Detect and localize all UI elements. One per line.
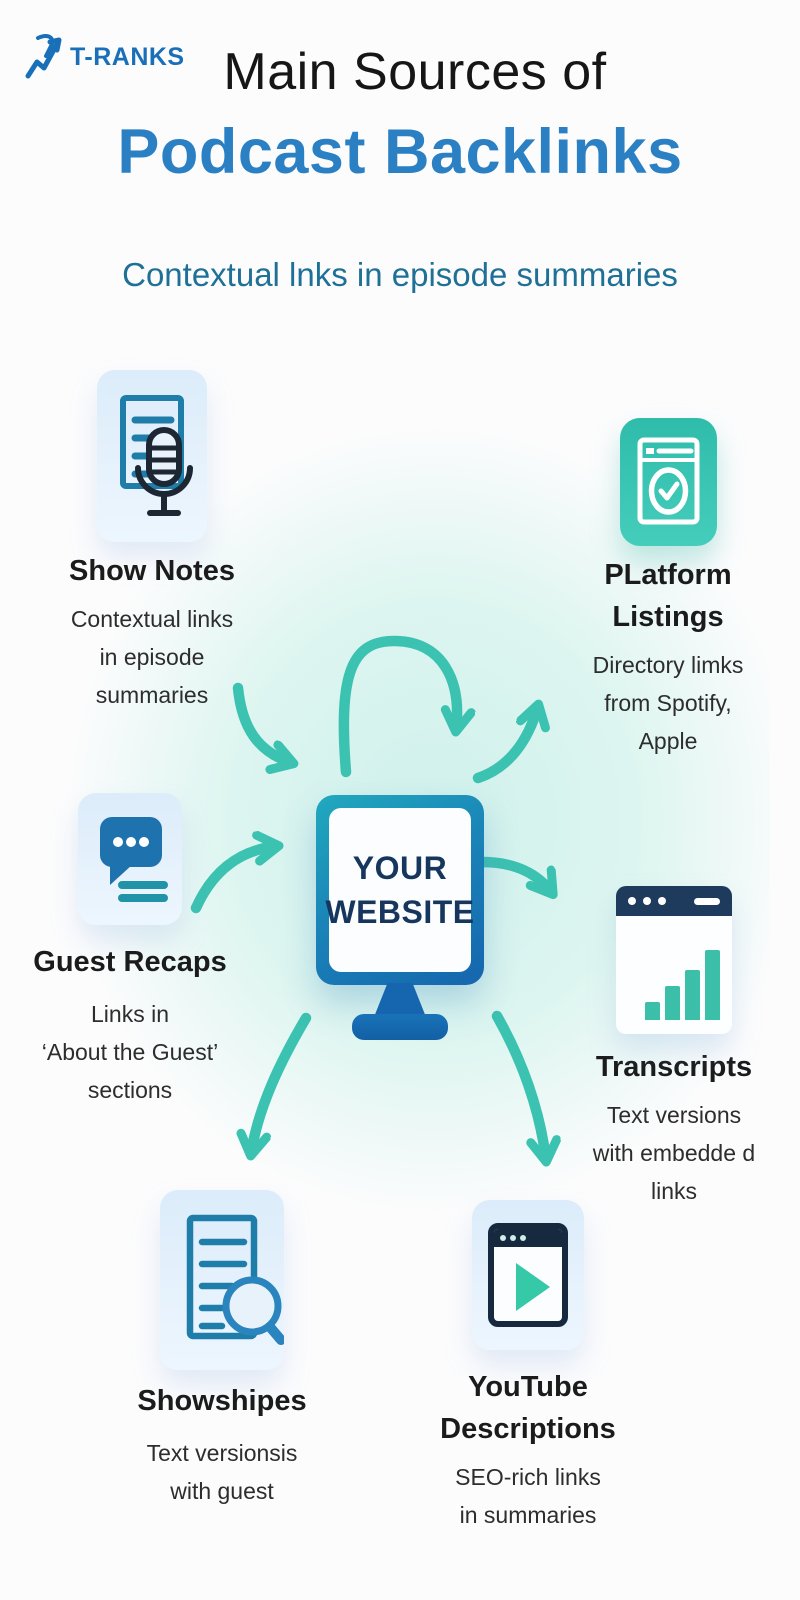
browser-bar-chart-icon xyxy=(616,886,732,1034)
source-title: Guest Recaps xyxy=(33,946,227,978)
source-transcripts: Transcripts Text versions with embedde d… xyxy=(562,886,786,1210)
headline-line1: Main Sources of xyxy=(223,43,607,101)
source-title: YouTube Descriptions xyxy=(440,1371,616,1445)
source-title: Show Notes xyxy=(69,555,235,587)
source-description: Directory limks from Spotify, Apple xyxy=(592,652,744,754)
document-microphone-icon xyxy=(120,395,193,516)
ascending-bars xyxy=(645,950,720,1020)
source-guest-recaps: Guest Recaps Links in ‘About the Guest’ … xyxy=(18,793,242,1109)
browser-url-dash xyxy=(694,897,720,905)
headline-line2: Podcast Backlinks xyxy=(117,117,683,187)
showshipes-card xyxy=(160,1190,284,1370)
source-title: Transcripts xyxy=(595,1051,753,1083)
source-description: Text versions with embedde d links xyxy=(592,1102,756,1204)
source-youtube-descriptions: YouTube Descriptions SEO-rich links in s… xyxy=(416,1200,640,1534)
monitor-screen: YOUR WEBSITE xyxy=(325,808,474,972)
monitor-base xyxy=(352,1014,448,1040)
source-description: Text versionsis with guest xyxy=(146,1440,298,1504)
monitor-label: YOUR WEBSITE xyxy=(325,850,475,930)
subtitle: Contextual lnks in episode summaries xyxy=(122,256,678,293)
player-top-bar xyxy=(494,1229,562,1247)
browser-top-bar xyxy=(616,886,732,916)
youtube-card xyxy=(472,1200,584,1350)
t-ranks-logo-icon xyxy=(25,34,62,79)
video-player-play-icon xyxy=(488,1223,568,1327)
brand-logo-text: T-RANKS xyxy=(70,42,185,71)
chat-bubble-icon xyxy=(100,817,168,902)
source-showshipes: Showshipes Text versionsis with guest xyxy=(110,1190,334,1510)
source-show-notes: Show Notes Contextual links in episode s… xyxy=(40,370,264,714)
source-description: SEO-rich links in summaries xyxy=(455,1464,601,1528)
show-notes-card xyxy=(97,370,207,542)
your-website-monitor: YOUR WEBSITE xyxy=(316,795,484,985)
play-triangle xyxy=(516,1263,550,1311)
platform-listings-card xyxy=(619,418,717,546)
brand-logo: T-RANKS xyxy=(24,30,185,84)
guest-recaps-card xyxy=(78,793,182,925)
browser-shield-check-icon xyxy=(637,437,699,525)
source-platform-listings: PLatform Listings Directory limks from S… xyxy=(556,418,780,760)
document-magnifier-icon xyxy=(186,1214,284,1345)
source-description: Contextual links in episode summaries xyxy=(70,606,234,708)
source-title: PLatform Listings xyxy=(604,559,732,633)
source-description: Links in ‘About the Guest’ sections xyxy=(41,1001,219,1103)
source-title: Showshipes xyxy=(137,1385,307,1417)
